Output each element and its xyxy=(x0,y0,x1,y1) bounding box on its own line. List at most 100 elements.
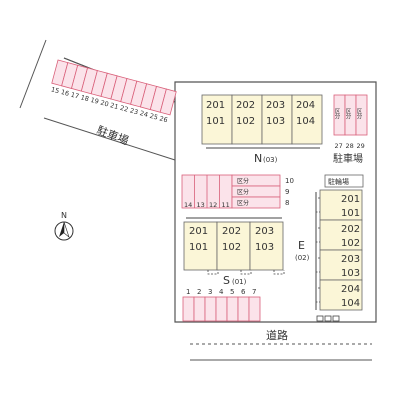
unit-number-upper: 202 xyxy=(236,100,255,111)
parking-tag: 区分 xyxy=(237,188,249,196)
unit-number-lower: 103 xyxy=(255,242,274,253)
unit-number-upper: 202 xyxy=(341,224,360,235)
unit-cell xyxy=(261,94,293,145)
unit-number-lower: 103 xyxy=(266,116,285,127)
parking-number: 22 xyxy=(119,104,129,114)
parking-space xyxy=(248,296,261,322)
building-s-label: S xyxy=(223,274,230,287)
parking-number: 8 xyxy=(285,199,289,207)
unit-number-upper: 202 xyxy=(222,226,241,237)
parking-number: 2 xyxy=(197,288,201,296)
unit-cell xyxy=(201,94,233,145)
parking-number: 6 xyxy=(241,288,246,296)
parking-tag: 区分 xyxy=(237,199,249,207)
unit-cell xyxy=(319,219,363,251)
parking-number: 24 xyxy=(139,109,149,119)
compass-letter: N xyxy=(61,211,67,220)
unit-number-upper: 203 xyxy=(341,254,360,265)
unit-number-upper: 203 xyxy=(266,100,285,111)
parking-number: 4 xyxy=(219,288,224,296)
parking-number: 16 xyxy=(60,88,70,98)
parking-number: 11 xyxy=(222,201,230,209)
parking-ne: 区分 27 区分 28 区分 29 xyxy=(334,94,368,150)
parking-number: 26 xyxy=(159,114,169,124)
unit-number-lower: 102 xyxy=(236,116,255,127)
parking-number: 18 xyxy=(80,93,90,103)
parking-space xyxy=(355,94,368,136)
entrance-mark xyxy=(273,270,285,275)
parking-number: 7 xyxy=(252,288,256,296)
parking-tag: 区分 xyxy=(356,108,363,121)
parking-space xyxy=(193,296,206,322)
unit-cell xyxy=(291,94,323,145)
parking-number: 9 xyxy=(285,188,289,196)
unit-number-lower: 103 xyxy=(341,268,360,279)
parking-number: 10 xyxy=(285,177,294,185)
bike-parking xyxy=(324,174,364,188)
building-e-label: E xyxy=(298,239,305,252)
unit-number-lower: 101 xyxy=(341,208,360,219)
parking-number: 25 xyxy=(149,112,159,122)
entrance-mark xyxy=(207,270,219,275)
meter-box xyxy=(316,315,324,322)
parking-number: 13 xyxy=(197,201,205,209)
parking-space xyxy=(215,296,228,322)
parking-tag: 区分 xyxy=(334,108,341,121)
entrance-mark xyxy=(315,227,320,243)
unit-number-lower: 101 xyxy=(206,116,225,127)
road-label: 道路 xyxy=(266,328,288,342)
parking-number: 5 xyxy=(230,288,234,296)
building-n-label: N xyxy=(254,152,262,165)
unit-cell xyxy=(319,189,363,221)
parking-tag: 区分 xyxy=(345,108,352,121)
driveway-edge-lower xyxy=(43,117,176,161)
parking-number: 20 xyxy=(99,99,109,109)
building-n-sub: (03) xyxy=(263,156,278,164)
entrance-mark xyxy=(315,257,320,273)
unit-number-lower: 102 xyxy=(341,238,360,249)
parking-number: 15 xyxy=(50,85,60,95)
meter-box xyxy=(324,315,332,322)
unit-number-upper: 201 xyxy=(206,100,225,111)
parking-number: 17 xyxy=(70,91,80,101)
parking-space xyxy=(226,296,239,322)
parking-number: 27 xyxy=(335,142,343,150)
parking-tag: 区分 xyxy=(237,177,249,185)
parking-number: 23 xyxy=(129,106,139,116)
entrance-mark xyxy=(240,270,252,275)
unit-cell xyxy=(183,221,218,271)
building-n: 201 101 202 102 203 103 204 104 xyxy=(201,94,323,149)
parking-number: 21 xyxy=(109,101,119,111)
unit-number-lower: 101 xyxy=(189,242,208,253)
entrance-mark xyxy=(315,197,320,213)
unit-number-lower: 104 xyxy=(296,116,315,127)
parking-number: 19 xyxy=(90,96,100,106)
meter-box xyxy=(332,315,340,322)
parking-ne-label: 駐車場 xyxy=(333,152,363,165)
unit-cell xyxy=(319,249,363,281)
unit-cell xyxy=(249,221,284,271)
parking-nw-label: 駐車場 xyxy=(95,123,131,148)
parking-number: 29 xyxy=(357,142,365,150)
unit-cell xyxy=(319,279,363,311)
compass: N xyxy=(54,211,74,241)
entrance-mark xyxy=(315,287,320,303)
unit-number-upper: 204 xyxy=(296,100,315,111)
parking-space xyxy=(237,296,250,322)
building-s-sub: (01) xyxy=(232,278,247,286)
unit-cell xyxy=(216,221,251,271)
unit-number-upper: 203 xyxy=(255,226,274,237)
parking-space xyxy=(159,88,177,116)
building-e-sub: (02) xyxy=(295,254,310,262)
parking-number: 28 xyxy=(346,142,354,150)
parking-number: 14 xyxy=(184,201,192,209)
parking-number: 3 xyxy=(208,288,212,296)
parking-number: 12 xyxy=(209,201,217,209)
unit-number-upper: 201 xyxy=(341,194,360,205)
parking-number: 1 xyxy=(186,288,190,296)
